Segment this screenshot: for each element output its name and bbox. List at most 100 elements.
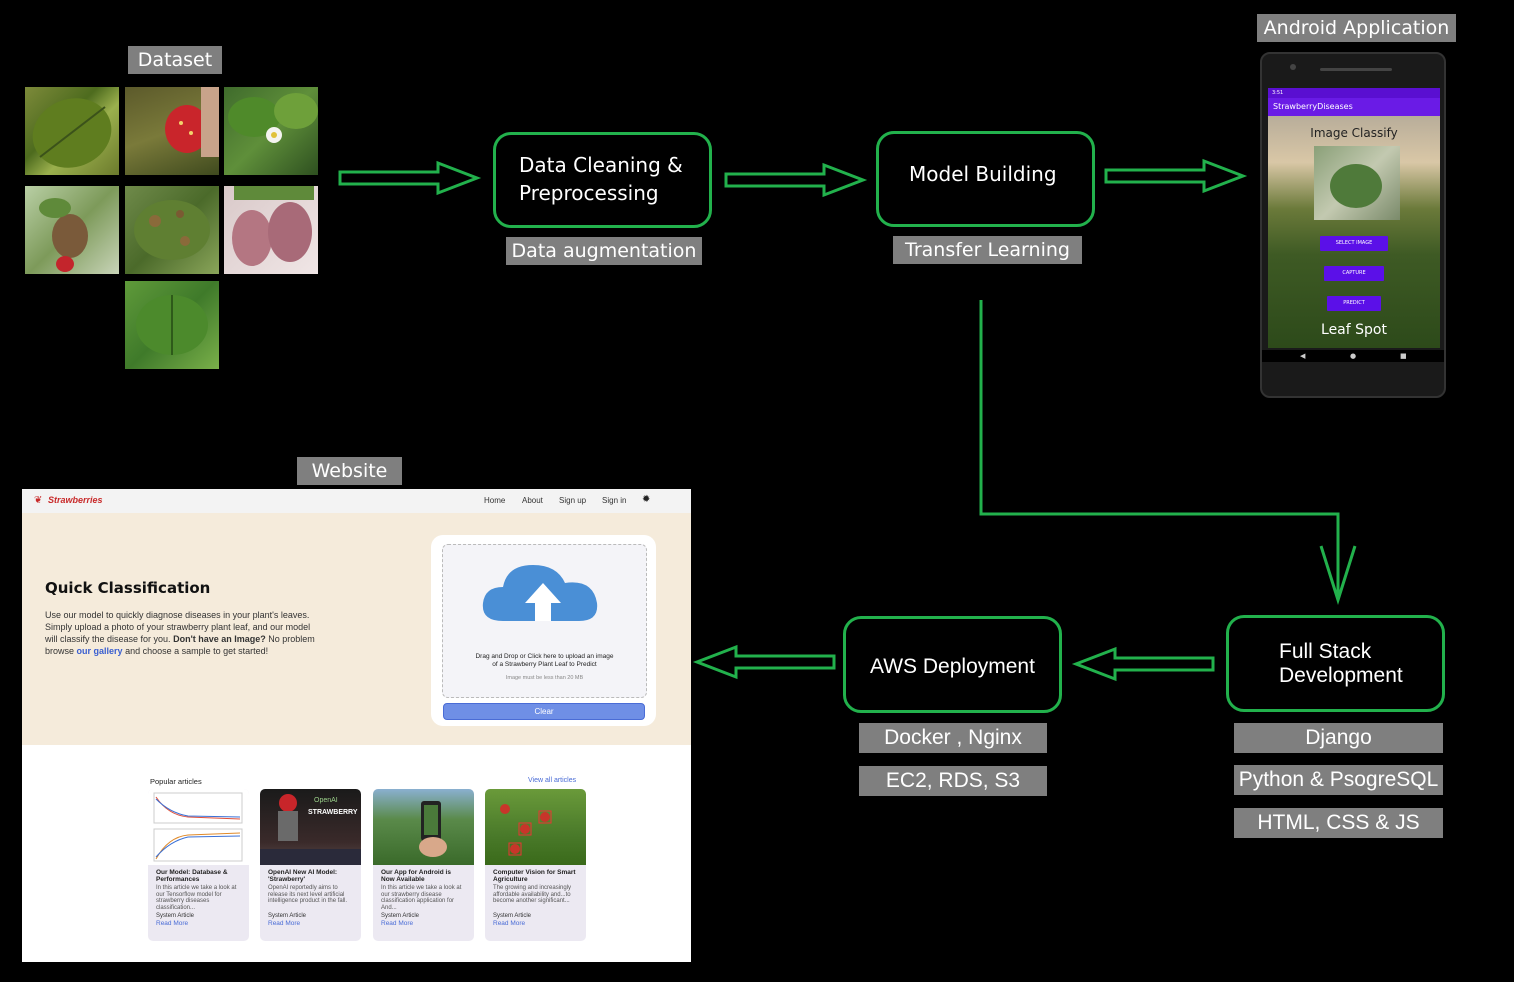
full-stack-line2: Development <box>1279 664 1403 687</box>
aws-deployment-text: AWS Deployment <box>870 655 1035 678</box>
nav-sign-up[interactable]: Sign up <box>559 496 587 505</box>
dataset-label: Dataset <box>128 46 222 74</box>
article-desc: The growing and increasingly affordable … <box>493 885 572 904</box>
article-card-model[interactable]: Our Model: Database & Performances In th… <box>148 789 249 941</box>
view-all-articles-link[interactable]: View all articles <box>528 777 577 784</box>
clear-button[interactable]: Clear <box>443 703 645 720</box>
nav-about[interactable]: About <box>522 496 543 505</box>
article-title: OpenAI New AI Model: 'Strawberry' <box>268 869 338 883</box>
speaker-grille <box>1320 68 1392 71</box>
cloud-upload-icon <box>482 565 598 621</box>
upload-line1: Drag and Drop or Click here to upload an… <box>475 653 614 660</box>
select-image-button[interactable]: SELECT IMAGE <box>1320 236 1388 251</box>
phone-heading: Image Classify <box>1310 126 1398 140</box>
hero-line1: Use our model to quickly diagnose diseas… <box>45 610 310 620</box>
predict-button[interactable]: PREDICT <box>1327 296 1381 311</box>
data-cleaning-line1: Data Cleaning & <box>519 153 683 177</box>
nav-sign-in[interactable]: Sign in <box>602 496 627 505</box>
site-navbar: ❦ Strawberries Home About Sign up Sign i… <box>22 489 691 514</box>
read-more-link[interactable]: Read More <box>156 920 189 927</box>
upload-instructions: Drag and Drop or Click here to upload an… <box>443 653 646 669</box>
full-stack-box: Full Stack Development <box>1226 615 1445 712</box>
dataset-image-strawberry-1 <box>125 87 219 175</box>
html-css-js-label: HTML, CSS & JS <box>1234 808 1443 838</box>
article-author: System Article <box>268 913 307 919</box>
upload-line2: of a Strawberry Plant Leaf to Predict <box>492 661 597 668</box>
back-icon[interactable]: ◀ <box>1300 352 1306 360</box>
hero-line4-a: browse <box>45 646 75 656</box>
upload-size-note: Image must be less than 20 MB <box>505 675 584 681</box>
connector-arrowhead <box>1319 545 1357 605</box>
site-brand[interactable]: Strawberries <box>48 495 103 505</box>
site-hero: Quick Classification Use our model to qu… <box>22 513 691 745</box>
article-author: System Article <box>493 913 532 919</box>
data-cleaning-line2: Preprocessing <box>519 181 659 205</box>
arrow-model-to-android <box>1104 158 1248 194</box>
data-cleaning-box: Data Cleaning & Preprocessing <box>493 132 712 228</box>
recents-icon[interactable]: ■ <box>1400 352 1407 360</box>
connector-model-to-fullstack <box>979 300 1340 600</box>
android-application-label: Android Application <box>1257 14 1456 42</box>
android-phone: 3:51 StrawberryDiseases Image Classify S… <box>1260 52 1446 398</box>
status-time: 3:51 <box>1272 90 1284 96</box>
theme-toggle-icon[interactable]: ✹ <box>642 494 651 505</box>
phone-nav-bar: ◀ ● ■ <box>1262 350 1444 362</box>
article-title: Our App for Android is Now Available <box>381 869 451 883</box>
dataset-image-rotten-fruit <box>25 186 119 274</box>
hero-line3: will classify the disease for you. Don't… <box>45 633 365 645</box>
article-image-robot: OpenAI STRAWBERRY <box>260 789 361 865</box>
article-author: System Article <box>156 913 195 919</box>
dataset-image-leaf-spot <box>125 186 219 274</box>
article-desc: In this article we take a look at our st… <box>381 885 462 911</box>
hero-line4-c: and choose a sample to get started! <box>125 646 269 656</box>
strawberry-logo-icon: ❦ <box>34 495 43 506</box>
home-icon[interactable]: ● <box>1350 352 1357 360</box>
article-title: Our Model: Database & Performances <box>156 869 228 883</box>
transfer-learning-label: Transfer Learning <box>893 236 1082 264</box>
arrow-cleaning-to-model <box>724 162 868 198</box>
read-more-link[interactable]: Read More <box>381 920 414 927</box>
hero-line4: browse our gallery and choose a sample t… <box>45 645 365 657</box>
dataset-image-leaf-1 <box>25 87 119 175</box>
hero-line2: Simply upload a photo of your strawberry… <box>45 622 311 632</box>
full-stack-line1: Full Stack <box>1279 640 1372 663</box>
prediction-result: Leaf Spot <box>1321 322 1387 338</box>
strawberry-badge: STRAWBERRY <box>308 809 358 816</box>
capture-button[interactable]: CAPTURE <box>1324 266 1384 281</box>
hero-paragraph: Use our model to quickly diagnose diseas… <box>45 609 365 657</box>
upload-card: Drag and Drop or Click here to upload an… <box>431 535 656 726</box>
read-more-link[interactable]: Read More <box>268 920 301 927</box>
dataset-image-flower <box>224 87 318 175</box>
django-label: Django <box>1234 723 1443 753</box>
docker-nginx-label: Docker , Nginx <box>859 723 1047 753</box>
data-augmentation-label: Data augmentation <box>506 237 702 265</box>
ec2-rds-s3-label: EC2, RDS, S3 <box>859 766 1047 796</box>
gallery-link[interactable]: our gallery <box>76 646 123 656</box>
article-title: Computer Vision for Smart Agriculture <box>493 869 576 883</box>
article-author: System Article <box>381 913 420 919</box>
article-card-android[interactable]: Our App for Android is Now Available In … <box>373 789 474 941</box>
hero-line3-a: will classify the disease for you. <box>45 634 171 644</box>
article-image-phone-field <box>373 789 474 865</box>
arrow-aws-to-website <box>692 644 836 680</box>
website-screenshot: ❦ Strawberries Home About Sign up Sign i… <box>22 489 691 962</box>
nav-home[interactable]: Home <box>484 496 506 505</box>
article-image-charts <box>148 789 249 865</box>
read-more-link[interactable]: Read More <box>493 920 526 927</box>
upload-dropzone[interactable]: Drag and Drop or Click here to upload an… <box>442 544 647 698</box>
article-card-vision[interactable]: Computer Vision for Smart Agriculture Th… <box>485 789 586 941</box>
dataset-image-moldy-berries <box>224 186 318 274</box>
hero-title: Quick Classification <box>45 579 211 597</box>
popular-articles-heading: Popular articles <box>150 777 202 786</box>
article-card-openai[interactable]: OpenAI STRAWBERRY OpenAI New AI Model: '… <box>260 789 361 941</box>
openai-badge: OpenAI <box>314 797 338 804</box>
arrow-fullstack-to-aws <box>1071 646 1215 682</box>
website-label: Website <box>297 457 402 485</box>
phone-app-bar: StrawberryDiseases <box>1268 98 1440 116</box>
phone-status-bar: 3:51 <box>1268 88 1440 98</box>
phone-screen: 3:51 StrawberryDiseases Image Classify S… <box>1268 88 1440 348</box>
camera-icon <box>1290 64 1296 70</box>
article-desc: OpenAI reportedly aims to release its ne… <box>268 885 348 904</box>
python-postgresql-label: Python & PsogreSQL <box>1234 765 1443 795</box>
